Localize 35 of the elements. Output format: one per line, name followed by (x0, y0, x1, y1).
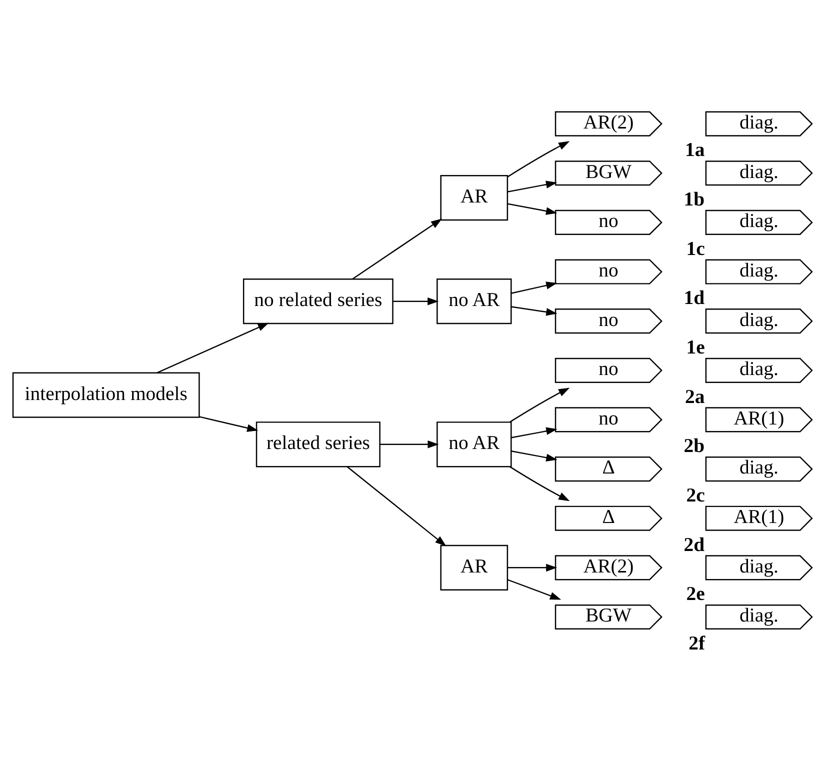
arrow (156, 322, 269, 374)
arrow (507, 141, 570, 178)
node-box: AR (440, 174, 508, 221)
node-box: interpolation models (12, 372, 200, 418)
arrow (199, 416, 258, 432)
arrow (508, 203, 558, 215)
node-box: no AR (436, 422, 512, 468)
node-label: 1a (684, 139, 705, 162)
node-box: no AR (436, 278, 512, 324)
node-label: 2e (686, 583, 705, 606)
node-label: 2d (684, 534, 705, 556)
arrow (510, 388, 570, 422)
arrow (380, 440, 439, 448)
arrow (511, 282, 558, 294)
node-box: no related series (242, 278, 394, 324)
arrow (511, 427, 558, 438)
node-label: 1c (686, 238, 705, 260)
arrow (393, 297, 439, 306)
node-label: 1e (686, 336, 705, 359)
node-box: related series (256, 422, 380, 468)
arrow (346, 466, 446, 546)
node-label: 2f (688, 632, 706, 654)
node-label: 2b (684, 435, 705, 458)
arrow (511, 450, 558, 462)
node-label: 1d (684, 287, 705, 310)
node-box: AR (440, 544, 508, 590)
node-label: 2a (684, 386, 705, 408)
node-label: 2c (686, 484, 705, 506)
arrow (511, 306, 558, 316)
arrow (508, 564, 558, 572)
arrow (508, 180, 558, 192)
arrow (352, 218, 442, 280)
arrow (507, 579, 562, 600)
arrow (510, 466, 570, 502)
node-label: 1b (684, 188, 705, 211)
